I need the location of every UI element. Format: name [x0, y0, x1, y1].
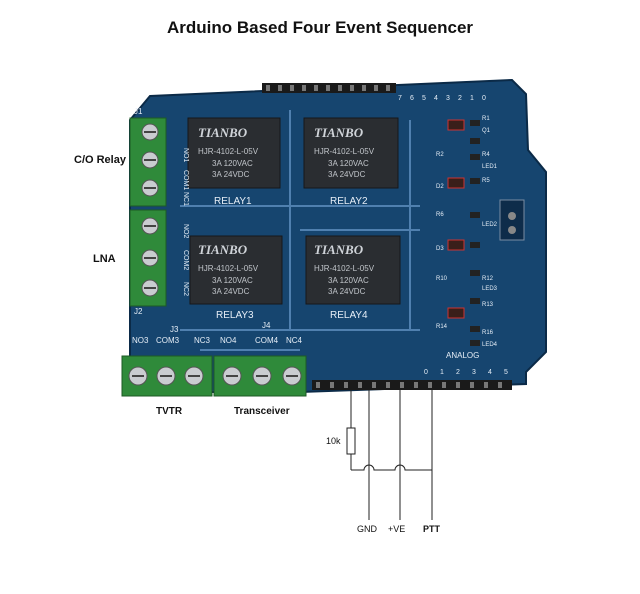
- svg-text:LED4: LED4: [482, 342, 498, 348]
- svg-text:6: 6: [410, 95, 414, 102]
- svg-text:R1: R1: [482, 116, 490, 122]
- terminal-block-j1: [129, 117, 167, 207]
- resistor-10k: [346, 427, 356, 455]
- svg-text:R13: R13: [482, 302, 494, 308]
- analog-label: ANALOG: [446, 351, 479, 360]
- ptt-bus: [351, 464, 432, 471]
- gnd-label: GND: [357, 524, 377, 534]
- svg-text:R14: R14: [436, 324, 448, 330]
- svg-text:NO2: NO2: [182, 224, 189, 239]
- svg-text:J2: J2: [134, 307, 143, 316]
- svg-text:3: 3: [472, 369, 476, 376]
- relay-2-brand: TIANBO: [314, 125, 364, 140]
- svg-text:HJR-4102-L-05V: HJR-4102-L-05V: [198, 147, 259, 156]
- svg-text:2: 2: [456, 369, 460, 376]
- ve-label: +VE: [388, 524, 406, 534]
- wiring: [346, 390, 433, 520]
- svg-text:R10: R10: [436, 276, 448, 282]
- svg-text:3A 24VDC: 3A 24VDC: [212, 287, 250, 296]
- svg-text:0: 0: [424, 369, 428, 376]
- svg-text:0: 0: [482, 95, 486, 102]
- svg-text:RELAY2: RELAY2: [330, 196, 368, 207]
- relay-1: TIANBO HJR-4102-L-05V 3A 120VAC 3A 24VDC…: [187, 117, 281, 207]
- svg-text:D2: D2: [436, 184, 444, 190]
- svg-text:4: 4: [488, 369, 492, 376]
- svg-text:3A 24VDC: 3A 24VDC: [328, 287, 366, 296]
- svg-text:J4: J4: [262, 321, 271, 330]
- relay-3: TIANBO HJR-4102-L-05V 3A 120VAC 3A 24VDC…: [189, 235, 283, 321]
- svg-text:RELAY4: RELAY4: [330, 310, 368, 321]
- svg-text:1: 1: [470, 95, 474, 102]
- co-relay-label: C/O Relay: [74, 154, 126, 166]
- resistor-label: 10k: [326, 436, 341, 446]
- svg-text:1: 1: [440, 369, 444, 376]
- svg-text:4: 4: [434, 95, 438, 102]
- svg-text:Q1: Q1: [482, 128, 491, 134]
- ptt-label: PTT: [423, 524, 440, 534]
- svg-text:COM3: COM3: [156, 336, 180, 345]
- terminal-block-j4: [213, 355, 307, 397]
- lna-label: LNA: [93, 253, 116, 265]
- svg-text:3A 24VDC: 3A 24VDC: [328, 170, 366, 179]
- svg-text:3: 3: [446, 95, 450, 102]
- pcb-traces: [180, 110, 420, 351]
- svg-text:R5: R5: [482, 178, 490, 184]
- svg-text:D3: D3: [436, 246, 444, 252]
- svg-text:LED3: LED3: [482, 286, 498, 292]
- relay-4-brand: TIANBO: [314, 242, 364, 257]
- relay-1-brand: TIANBO: [198, 125, 248, 140]
- svg-text:HJR-4102-L-05V: HJR-4102-L-05V: [314, 147, 375, 156]
- svg-text:R16: R16: [482, 330, 494, 336]
- svg-text:NC3: NC3: [194, 336, 211, 345]
- bottom-header: [312, 380, 512, 390]
- svg-text:RELAY1: RELAY1: [214, 196, 252, 207]
- svg-text:7: 7: [398, 95, 402, 102]
- transceiver-label: Transceiver: [234, 406, 290, 417]
- svg-text:R2: R2: [436, 152, 444, 158]
- svg-text:NC1: NC1: [182, 192, 189, 206]
- svg-text:5: 5: [504, 369, 508, 376]
- svg-text:RELAY3: RELAY3: [216, 310, 254, 321]
- svg-text:3A 120VAC: 3A 120VAC: [328, 159, 369, 168]
- relay-3-brand: TIANBO: [198, 242, 248, 257]
- svg-text:COM1: COM1: [182, 170, 189, 190]
- svg-text:LED1: LED1: [482, 164, 498, 170]
- svg-text:NO4: NO4: [220, 336, 237, 345]
- svg-text:3A 120VAC: 3A 120VAC: [212, 276, 253, 285]
- svg-text:LED2: LED2: [482, 222, 498, 228]
- svg-text:NC4: NC4: [286, 336, 303, 345]
- svg-text:3A 120VAC: 3A 120VAC: [212, 159, 253, 168]
- svg-text:5: 5: [422, 95, 426, 102]
- terminal-block-j2: [129, 209, 167, 307]
- svg-text:NO1: NO1: [182, 148, 189, 163]
- svg-text:R4: R4: [482, 152, 490, 158]
- svg-text:R12: R12: [482, 276, 494, 282]
- svg-text:NC2: NC2: [182, 282, 189, 296]
- svg-text:2: 2: [458, 95, 462, 102]
- terminal-block-j3: [121, 355, 213, 397]
- svg-text:3A 120VAC: 3A 120VAC: [328, 276, 369, 285]
- svg-text:HJR-4102-L-05V: HJR-4102-L-05V: [198, 264, 259, 273]
- page-title: Arduino Based Four Event Sequencer: [166, 18, 474, 37]
- svg-text:HJR-4102-L-05V: HJR-4102-L-05V: [314, 264, 375, 273]
- component-column: [447, 119, 525, 346]
- svg-text:NO3: NO3: [132, 336, 149, 345]
- svg-text:J3: J3: [170, 325, 179, 334]
- svg-text:R6: R6: [436, 212, 444, 218]
- relay-2: TIANBO HJR-4102-L-05V 3A 120VAC 3A 24VDC…: [303, 117, 399, 207]
- svg-text:COM4: COM4: [255, 336, 279, 345]
- svg-text:J1: J1: [134, 107, 143, 116]
- relay-4: TIANBO HJR-4102-L-05V 3A 120VAC 3A 24VDC…: [305, 235, 401, 321]
- svg-text:3A 24VDC: 3A 24VDC: [212, 170, 250, 179]
- svg-text:COM2: COM2: [182, 250, 189, 270]
- tvtr-label: TVTR: [156, 406, 183, 417]
